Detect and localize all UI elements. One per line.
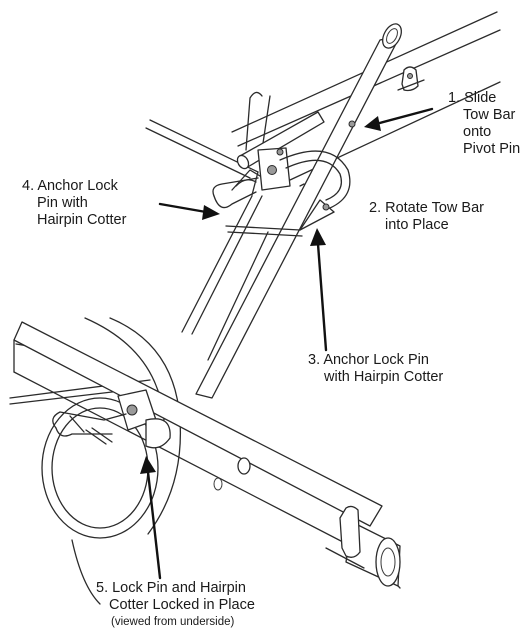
step-3-line-1: 3. Anchor Lock Pin [308, 352, 429, 368]
step-4-line-3: Hairpin Cotter [37, 212, 127, 228]
arrow-step-5 [140, 456, 162, 580]
step-5-view-note: (viewed from underside) [111, 616, 235, 628]
bottom-assembly-illustration [9, 317, 401, 605]
step-5-line-1: 5. Lock Pin and Hairpin [96, 580, 246, 596]
step-3-line-2: with Hairpin Cotter [324, 369, 444, 385]
tow-bar-top [195, 23, 402, 399]
top-assembly-illustration [145, 11, 501, 399]
step-3-label: 3. Anchor Lock Pin with Hairpin Cotter [308, 352, 443, 386]
step-1-line-4: Pivot Pin [463, 141, 521, 157]
lower-strut [225, 183, 335, 237]
hinge-bracket [257, 147, 291, 191]
step-4-line-2: Pin with [37, 195, 88, 211]
rail-clamp [397, 66, 425, 92]
arrow-step-1 [364, 107, 434, 131]
tube-clamp [325, 505, 365, 569]
tube-pins [213, 457, 251, 491]
frame-legs [181, 195, 269, 361]
hairpin-cotter [52, 411, 127, 445]
step-1-line-3: onto [463, 124, 492, 140]
arrow-step-3 [310, 228, 328, 352]
step-1-line-1: 1. Slide [448, 90, 497, 106]
step-5-line-2: Cotter Locked in Place [109, 597, 255, 613]
step-5-label: 5. Lock Pin and Hairpin Cotter Locked in… [96, 580, 255, 630]
step-2-line-1: 2. Rotate Tow Bar [369, 200, 484, 216]
step-2-line-2: into Place [385, 217, 449, 233]
step-4-line-1: 4. Anchor Lock [22, 178, 118, 194]
lock-bracket [117, 389, 171, 449]
arrow-step-4 [158, 202, 220, 220]
vertical-frame-bar [245, 91, 271, 151]
step-1-line-2: Tow Bar [463, 107, 516, 123]
lock-pin-top [212, 169, 261, 209]
swing-loop [279, 150, 351, 209]
step-4-label: 4. Anchor Lock Pin with Hairpin Cotter [22, 178, 126, 229]
step-1-label: 1. Slide Tow Bar onto Pivot Pin [434, 90, 520, 158]
step-2-label: 2. Rotate Tow Bar into Place [369, 200, 484, 234]
